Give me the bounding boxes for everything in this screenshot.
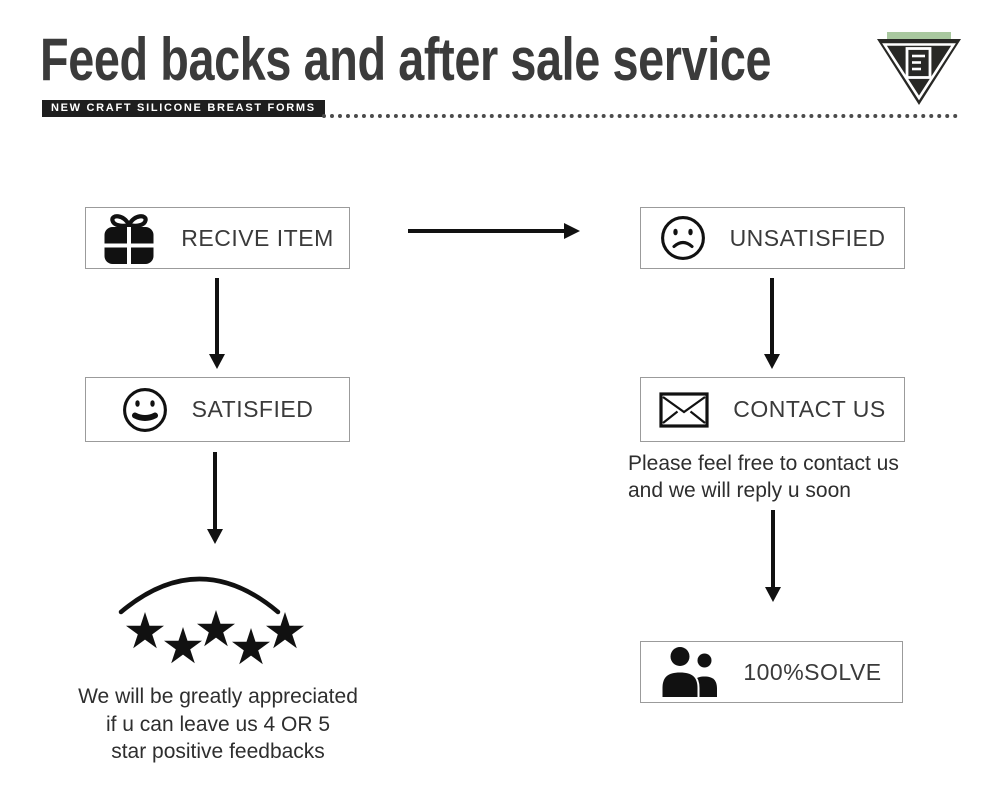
page-title: Feed backs and after sale service [40, 26, 772, 93]
arrow-contact-to-solve [765, 510, 781, 602]
arrow-receive-to-satisfied [209, 278, 225, 369]
flow-box-label: CONTACT US [733, 396, 886, 422]
gift-icon [104, 213, 154, 264]
flow-box-unsatisfied: UNSATISFIED [640, 207, 905, 269]
flow-box-label: 100%SOLVE [743, 658, 882, 685]
arrow-satisfied-to-stars [207, 452, 223, 544]
flow-box-receive-item: RECIVE ITEM [85, 207, 350, 269]
logo-triangle [877, 39, 961, 105]
star-rating [118, 576, 304, 665]
star-icon [126, 612, 164, 649]
logo-accent-tab [887, 32, 951, 43]
flow-box-satisfied: SATISFIED [85, 377, 350, 442]
feedback-note-line: if u can leave us 4 OR 5 [105, 712, 331, 736]
rating-arc [118, 576, 281, 615]
arrow-unsatisfied-to-contact [764, 278, 780, 369]
flow-box-label: UNSATISFIED [729, 224, 886, 251]
flow-box-label: RECIVE ITEM [181, 224, 334, 251]
envelope-icon [659, 391, 709, 428]
contact-note-line: Please feel free to contact us [628, 452, 899, 475]
logo-inner-triangle-outline [882, 43, 956, 101]
contact-note-line: and we will reply u soon [628, 479, 851, 502]
flow-box-100-solve: 100%SOLVE [640, 641, 903, 703]
person-large [662, 647, 698, 697]
feedback-note-line: star positive feedbacks [111, 740, 325, 763]
star-icon [164, 627, 202, 664]
brand-triangle-logo-icon [877, 32, 961, 105]
smiley-face-icon [122, 387, 167, 432]
star-icon [232, 628, 270, 665]
logo-document-glyph [905, 47, 932, 79]
feedback-note: We will be greatly appreciated if u can … [38, 683, 398, 766]
tagline-badge: NEW CRAFT SILICONE BREAST FORMS [42, 100, 325, 117]
flow-box-contact-us: CONTACT US [640, 377, 905, 442]
two-people-icon [661, 647, 718, 697]
feedback-note-line: We will be greatly appreciated [78, 685, 358, 708]
arrow-receive-to-unsatisfied [408, 223, 580, 239]
star-icon [266, 612, 304, 649]
contact-note: Please feel free to contact us and we wi… [628, 450, 899, 504]
flow-box-label: SATISFIED [191, 396, 314, 422]
dotted-divider [322, 101, 958, 118]
sad-face-icon [660, 216, 705, 260]
star-icon [197, 610, 235, 647]
star-group [126, 610, 304, 665]
